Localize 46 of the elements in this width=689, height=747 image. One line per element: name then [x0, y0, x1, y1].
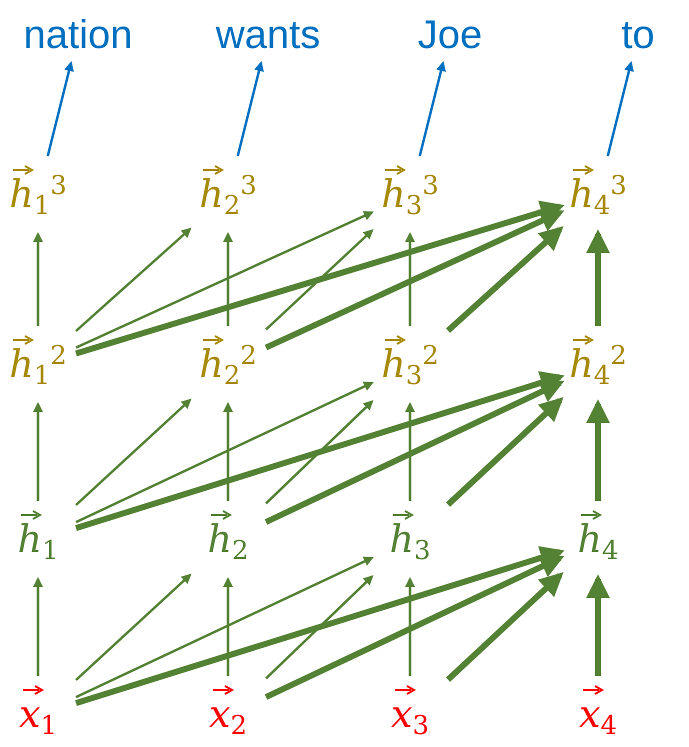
arrow: [46, 61, 74, 156]
arrow: [75, 556, 374, 698]
arrow: [446, 572, 564, 682]
arrow: [33, 232, 43, 326]
input-vector-label: x$_{4}$: [579, 692, 617, 736]
arrow: [265, 229, 374, 330]
input-vector-label: x$_{1}$: [19, 692, 57, 736]
hidden-state-label: h$_{1}$: [17, 517, 59, 561]
input-vector-label: x$_{3}$: [391, 692, 429, 736]
arrow: [446, 397, 564, 507]
arrow: [405, 402, 415, 501]
arrow: [586, 229, 610, 326]
arrow: [405, 577, 415, 676]
arrow: [33, 577, 43, 676]
arrow: [418, 61, 446, 156]
arrow: [223, 402, 233, 501]
hidden-state-label: h$_{2}$: [207, 517, 249, 561]
hidden-state-label: h$_{4}$: [577, 517, 619, 561]
arrow: [264, 380, 564, 525]
arrow: [223, 232, 233, 326]
arrow: [264, 210, 564, 350]
word-label: nation: [24, 12, 132, 56]
arrow: [264, 555, 564, 700]
arrow: [446, 226, 564, 333]
arrow: [265, 400, 374, 504]
arrow: [223, 577, 233, 676]
word-label: Joe: [418, 12, 482, 56]
arrow: [586, 399, 610, 501]
arrow: [586, 574, 610, 676]
arrow: [265, 575, 374, 680]
hidden-state-label: h$_{3}$: [389, 517, 431, 561]
arrow: [75, 574, 192, 681]
arrow: [75, 371, 565, 531]
word-label: to: [621, 12, 655, 56]
arrow: [405, 232, 415, 326]
arrow: [75, 228, 192, 332]
input-vector-label: x$_{2}$: [209, 692, 247, 736]
arrow: [236, 61, 264, 156]
arrow: [606, 61, 634, 156]
arrow: [75, 398, 192, 506]
arrow: [75, 382, 374, 524]
arrow: [75, 546, 565, 706]
arrow: [33, 402, 43, 501]
arrow: [75, 211, 374, 349]
word-label: wants: [216, 12, 320, 56]
arrow: [75, 200, 565, 356]
